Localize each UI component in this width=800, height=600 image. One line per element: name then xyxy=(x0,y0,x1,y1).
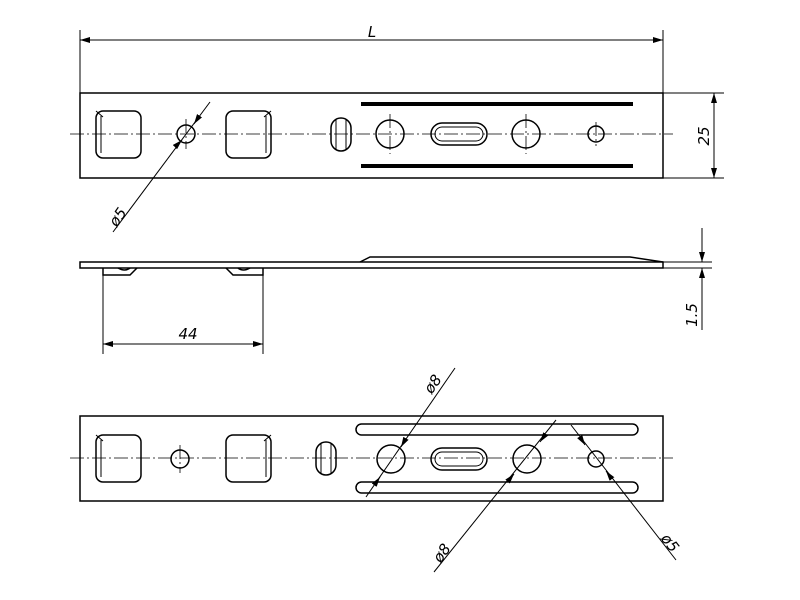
bottom-small-hole-label: ø5 xyxy=(656,529,682,556)
bottom-hole-large-left xyxy=(376,444,406,474)
top-plate-outline xyxy=(79,92,664,179)
side-rib-profile xyxy=(359,256,664,263)
bottom-rib-upper xyxy=(355,423,639,436)
side-view: 44 1.5 xyxy=(79,228,712,354)
top-slot-horizontal xyxy=(430,122,488,146)
bottom-view: ø8 ø8 ø5 xyxy=(70,367,683,573)
length-label: L xyxy=(368,23,376,41)
bottom-tab-right xyxy=(225,434,272,483)
bottom-hole-left-leader xyxy=(365,367,456,498)
bottom-tab-left xyxy=(95,434,142,483)
top-tab-left xyxy=(95,110,142,159)
tab-spacing-label: 44 xyxy=(178,325,197,343)
side-plate xyxy=(79,261,664,269)
bottom-hole-right-label: ø8 xyxy=(429,540,455,566)
bottom-rib-lower xyxy=(355,481,639,494)
bottom-hole-small-right xyxy=(587,450,605,468)
top-view: L 25 ø5 xyxy=(70,23,724,233)
thickness-label: 1.5 xyxy=(683,303,701,327)
side-tab-left xyxy=(102,267,138,276)
bottom-slot-vertical xyxy=(315,441,337,476)
side-tab-right xyxy=(225,267,264,276)
bottom-plate-outline xyxy=(79,415,664,502)
width-label: 25 xyxy=(695,126,713,145)
top-hole-label: ø5 xyxy=(105,204,131,230)
bottom-slot-horizontal xyxy=(430,447,488,471)
top-tab-right xyxy=(225,110,272,159)
bottom-small-hole-leader xyxy=(570,424,677,561)
bottom-hole-left-label: ø8 xyxy=(420,371,446,397)
top-slot-vertical xyxy=(330,117,352,152)
bottom-hole-right-leader xyxy=(433,419,557,573)
bottom-hole-large-right xyxy=(512,444,542,474)
